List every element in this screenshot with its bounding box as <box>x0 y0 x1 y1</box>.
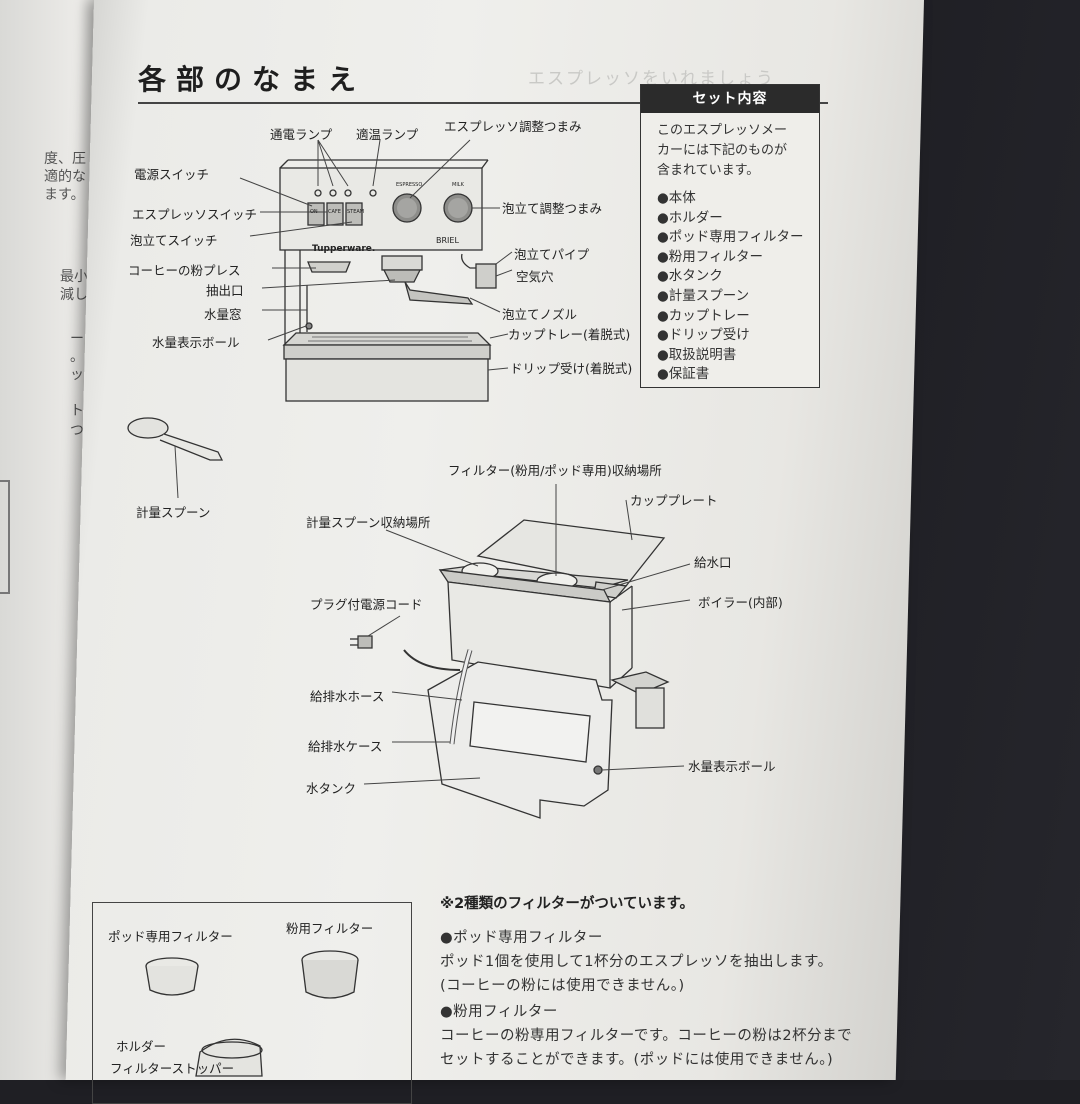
left-fragment: ー <box>70 331 84 347</box>
parts-diagram <box>127 139 691 1077</box>
coffee-press-icon <box>307 261 351 273</box>
list-item: ●水タンク <box>657 268 723 285</box>
switch-label: STEAM <box>347 209 365 215</box>
label-drip-tray: ドリップ受け(着脱式) <box>510 361 633 376</box>
label-water-ball-back: 水量表示ボール <box>688 759 776 774</box>
label-outlet: 抽出口 <box>206 283 244 298</box>
left-fragment: ト <box>70 403 84 419</box>
power-switch-icon <box>307 202 325 226</box>
left-fragment: ッ <box>70 367 84 383</box>
left-fragment: 減し <box>60 287 88 303</box>
machine-back-illustration <box>350 519 670 819</box>
label-boiler: ボイラー(内部) <box>698 595 783 610</box>
label-hose: 給排水ホース <box>310 689 385 704</box>
dial-label: MILK <box>452 182 464 188</box>
set-contents-intro: このエスプレッソメー カーには下記のものが 含まれています。 <box>641 113 819 185</box>
set-contents-heading: セット内容 <box>641 85 819 113</box>
label-froth-switch: 泡立てスイッチ <box>130 233 218 248</box>
espresso-switch-icon <box>326 202 344 226</box>
label-filter-stopper: フィルターストッパー <box>110 1061 235 1076</box>
list-item: ●カップトレー <box>657 307 750 324</box>
label-measuring-spoon: 計量スプーン <box>136 505 211 520</box>
intro-line: このエスプレッソメー <box>657 123 788 138</box>
note-line: セットすることができます。(ポッドには使用できません。) <box>440 1052 834 1068</box>
label-tank: 水タンク <box>306 781 357 796</box>
switch-label: CAFE <box>328 209 341 215</box>
left-fragment: 最小 <box>60 269 88 285</box>
label-power-lamp: 通電ランプ <box>270 127 333 142</box>
set-contents-box: セット内容 このエスプレッソメー カーには下記のものが 含まれています。 ●本体… <box>640 84 820 388</box>
switch-label: ON <box>310 209 318 215</box>
left-fragment: 度、圧 <box>44 151 86 167</box>
label-cup-tray: カップトレー(着脱式) <box>508 327 631 342</box>
brand-logo-2: BRIEL <box>436 236 459 245</box>
label-pod-filter: ポッド専用フィルター <box>108 929 233 944</box>
froth-switch-icon <box>345 202 363 226</box>
label-water-inlet: 給水口 <box>694 555 732 570</box>
list-item: ●ホルダー <box>657 209 723 226</box>
label-froth-knob: 泡立て調整つまみ <box>502 201 603 216</box>
label-power-cord: プラグ付電源コード <box>310 597 423 612</box>
page-title: 各部のなまえ <box>138 63 367 96</box>
brand-logo: Tupperware. <box>312 244 376 254</box>
note-heading: ※2種類のフィルターがついています。 <box>440 896 695 912</box>
list-item: ●ドリップ受け <box>657 327 750 344</box>
label-temp-lamp: 適温ランプ <box>356 127 419 142</box>
water-ball-icon <box>305 322 313 330</box>
intro-line: 含まれています。 <box>657 163 760 178</box>
note-line: ポッド1個を使用して1杯分のエスプレッソを抽出します。 <box>440 954 833 970</box>
label-case: 給排水ケース <box>308 739 383 754</box>
list-item: ●本体 <box>657 190 696 206</box>
cup-tray-icon <box>283 344 491 360</box>
label-water-window: 水量窓 <box>204 307 242 322</box>
label-holder: ホルダー <box>116 1039 167 1054</box>
label-espresso-knob: エスプレッソ調整つまみ <box>444 119 582 134</box>
label-air-hole: 空気穴 <box>516 269 554 284</box>
label-cup-plate: カッププレート <box>630 493 718 508</box>
froth-pipe-icon <box>475 263 497 289</box>
intro-line: カーには下記のものが <box>657 143 788 158</box>
list-item: ●粉用フィルター <box>657 248 764 265</box>
label-spoon-storage: 計量スプーン収納場所 <box>306 515 431 530</box>
label-coffee-press: コーヒーの粉プレス <box>128 263 241 278</box>
measuring-spoon-illustration <box>127 417 224 499</box>
list-item: ●取扱説明書 <box>657 346 737 363</box>
left-fragment: つ <box>70 423 84 439</box>
label-power-switch: 電源スイッチ <box>134 167 210 182</box>
label-espresso-switch: エスプレッソスイッチ <box>132 207 258 222</box>
espresso-machine-illustration <box>279 159 497 402</box>
note-line: コーヒーの粉専用フィルターです。コーヒーの粉は2杯分まで <box>440 1028 853 1044</box>
label-water-ball: 水量表示ボール <box>152 335 240 350</box>
drip-tray-icon <box>285 358 489 402</box>
left-fragment: ます。 <box>44 187 85 203</box>
label-froth-pipe: 泡立てパイプ <box>514 247 590 262</box>
label-powder-filter: 粉用フィルター <box>286 921 374 936</box>
note-line: ●ポッド専用フィルター <box>440 930 603 946</box>
label-filter-storage: フィルター(粉用/ポッド専用)収納場所 <box>448 463 662 478</box>
note-line: (コーヒーの粉には使用できません。) <box>440 978 685 994</box>
note-line: ●粉用フィルター <box>440 1004 558 1020</box>
list-item: ●計量スプーン <box>657 287 750 304</box>
set-contents-list: ●本体 ●ホルダー ●ポッド専用フィルター ●粉用フィルター ●水タンク ●計量… <box>641 189 819 385</box>
list-item: ●ポッド専用フィルター <box>657 229 804 246</box>
power-lamp-icon <box>314 189 322 197</box>
filters-illustration <box>145 950 359 1077</box>
temp-lamp-icon <box>369 189 377 197</box>
left-box-edge <box>0 480 10 594</box>
label-froth-nozzle: 泡立てノズル <box>502 307 578 322</box>
left-fragment: 適的な <box>44 169 86 185</box>
dial-label: ESPRESSO <box>396 182 423 188</box>
list-item: ●保証書 <box>657 366 710 383</box>
left-fragment: 。 <box>70 349 84 365</box>
